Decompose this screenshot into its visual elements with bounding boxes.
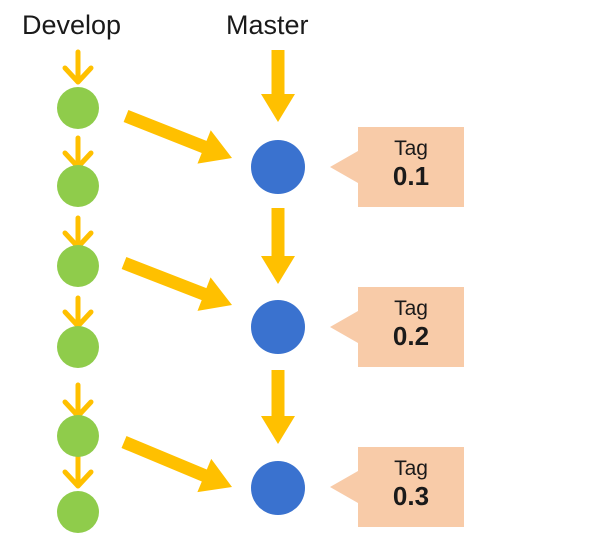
develop-commit-node-1 bbox=[57, 87, 99, 129]
merge-arrow-1 bbox=[123, 109, 232, 164]
tag-word: Tag bbox=[394, 137, 428, 160]
develop-commit-node-6 bbox=[57, 491, 99, 533]
develop-lane-title: Develop bbox=[22, 10, 122, 40]
develop-commit-node-3 bbox=[57, 245, 99, 287]
tag-label-3: Tag 0.3 bbox=[330, 447, 464, 527]
merge-arrow-3 bbox=[121, 436, 232, 493]
tag-word: Tag bbox=[394, 297, 428, 320]
develop-arrow-head-6 bbox=[62, 469, 94, 489]
tag-word: Tag bbox=[394, 457, 428, 480]
merge-arrow-2 bbox=[121, 256, 232, 311]
tag-version: 0.2 bbox=[392, 321, 430, 351]
master-lane-title: Master bbox=[226, 10, 309, 40]
master-arrow-2 bbox=[261, 208, 295, 284]
tag-label-1: Tag 0.1 bbox=[330, 127, 464, 207]
master-arrow-3 bbox=[261, 370, 295, 444]
tag-version: 0.3 bbox=[392, 481, 430, 511]
master-arrow-1 bbox=[261, 50, 295, 122]
develop-arrow-head-1 bbox=[62, 65, 94, 85]
develop-commit-node-2 bbox=[57, 165, 99, 207]
develop-commit-node-4 bbox=[57, 326, 99, 368]
master-commit-node-2 bbox=[251, 300, 305, 354]
tag-version: 0.1 bbox=[392, 161, 430, 191]
master-commit-node-1 bbox=[251, 140, 305, 194]
master-commit-node-3 bbox=[251, 461, 305, 515]
develop-commit-node-5 bbox=[57, 415, 99, 457]
tag-label-2: Tag 0.2 bbox=[330, 287, 464, 367]
